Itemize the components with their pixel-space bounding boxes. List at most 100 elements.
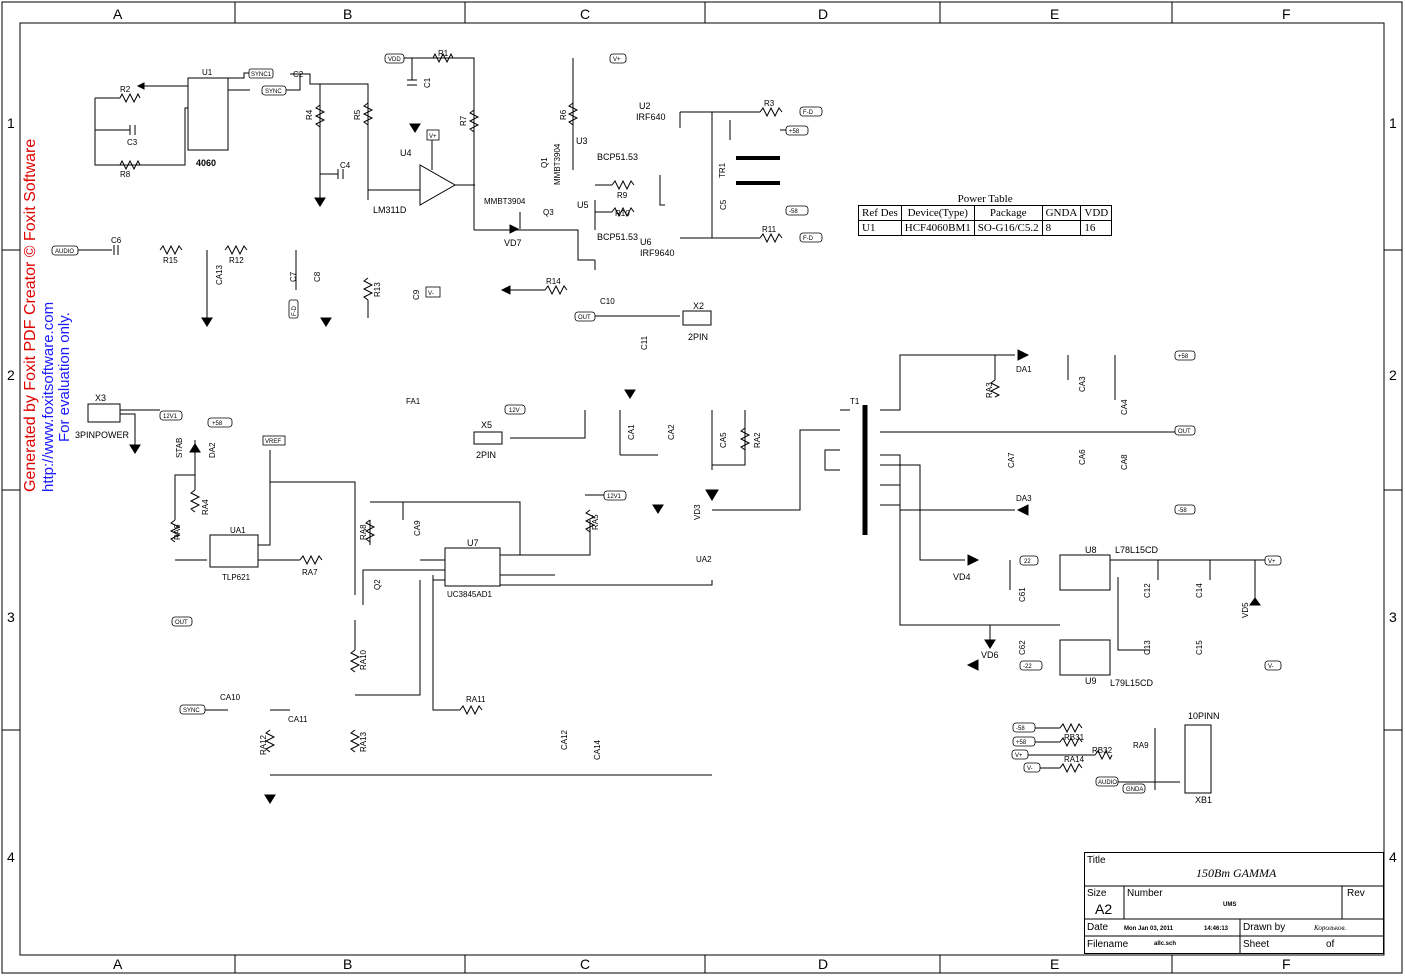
r14-label: R14 [546,277,561,286]
u7-label: U7 [467,538,479,548]
c1-label: C1 [423,77,432,88]
u5-label: U5 [577,200,589,210]
table-header-cell: Package [973,205,1043,221]
ca14-label: CA14 [593,739,602,760]
r7-label: R7 [459,115,468,126]
date-label: Date [1087,922,1109,933]
drawn-by-value: Корольков. [1314,924,1347,932]
r5-label: R5 [353,109,362,120]
table-header-cell: GNDA [1041,205,1082,221]
ca2-label: CA2 [667,424,676,440]
ra8-label: RA8 [359,524,368,540]
net-vref: VREF [265,439,281,445]
r3-label: R3 [764,99,775,108]
net-vminus-right: V- [1268,664,1274,670]
net-sync-bottom: SYNC [183,708,200,714]
net-vminus-u4: V- [428,291,434,297]
time-value: 14:46:13 [1204,926,1229,932]
q3-type-label: MMBT3904 [484,197,526,206]
c3-label: C3 [127,138,138,147]
ra2-label: RA2 [753,432,762,448]
ca7-label: CA7 [1007,452,1016,468]
table-row: U1 HCF4060BM1 SO-G16/C5.2 8 16 [858,220,1113,236]
c2-label: C2 [293,70,304,79]
xb1-label: XB1 [1195,795,1212,805]
net-p58-right: +58 [1178,354,1189,360]
drawn-by-label: Drawn by [1243,922,1286,933]
table-cell: 8 [1041,220,1082,236]
xb1-type-label: 10PINN [1188,711,1220,721]
x2-type-label: 2PIN [688,332,708,342]
ca9-label: CA9 [413,520,422,536]
u1-type-label: 4060 [196,158,216,168]
col-label-b: B [343,6,352,22]
net-sync1: SYNC1 [251,72,272,78]
c7-label: C7 [289,271,298,282]
col-label-c: C [580,6,590,22]
ca1-label: CA1 [627,424,636,440]
table-cell: SO-G16/C5.2 [973,220,1043,236]
r4-label: R4 [305,109,314,120]
ra14-label: RA14 [1064,755,1085,764]
ca4-label: CA4 [1120,399,1129,415]
net-fd-left: F-D [292,305,298,316]
net-p58-tr: +58 [789,129,800,135]
vd5-label: VD5 [1241,602,1250,618]
col-label-f-bottom: F [1282,956,1291,972]
r8-label: R8 [120,170,131,179]
col-label-d: D [818,6,828,22]
net-12v1-right: 12V1 [607,494,622,500]
row-label-1: 1 [7,115,15,131]
u4-type-label: LM311D [373,205,407,215]
net-m58-xb: -58 [1016,726,1025,732]
u6-type-label: BCP51.53 [597,232,638,242]
x5-label: X5 [481,420,492,430]
c12-label: C12 [1143,583,1152,598]
u8-label: U8 [1085,545,1097,555]
ra4-label: RA4 [201,499,210,515]
net-out-top: OUT [578,315,591,321]
u9-type-label: L79L15CD [1110,678,1154,688]
net-vplus-right: V+ [1268,559,1276,565]
size-label: Size [1087,888,1107,899]
ra12-label: RA12 [259,734,268,755]
u6-fet-label: IRF9640 [640,248,675,258]
ca11-label: CA11 [288,715,308,724]
c8-label: C8 [313,271,322,282]
net-fd-top: F-D [803,110,814,116]
date-value: Mon Jan 03, 2011 [1124,926,1174,932]
r1-label: R1 [438,49,449,58]
col-label-e-bottom: E [1050,956,1059,972]
title-label: Title [1087,855,1106,866]
x5-connector [473,431,503,445]
da2-label: DA2 [208,442,217,458]
col-label-d-bottom: D [818,956,828,972]
ra3-label: RA3 [985,382,994,398]
table-cell: U1 [858,220,902,236]
stab-label: STAB [175,438,184,458]
x3-type-label: 3PINPOWER [75,430,130,440]
filename-label: Filename [1087,939,1129,950]
net-m58-right: -58 [1178,508,1187,514]
c10-label: C10 [600,297,615,306]
u8-type-label: L78L15CD [1115,545,1159,555]
fa1-label: FA1 [406,397,421,406]
net-out-left: OUT [175,620,188,626]
col-label-c-bottom: C [580,956,590,972]
col-label-f: F [1282,6,1291,22]
u2-label: U2 [639,101,651,111]
ua1-type-label: TLP621 [222,573,251,582]
r12-label: R12 [229,256,244,265]
r13-label: R13 [373,282,382,297]
number-label: Number [1127,888,1163,899]
table-header-cell: VDD [1080,205,1113,221]
net-m22: -22 [1023,664,1032,670]
vd7-label: VD7 [504,238,522,248]
of-label: of [1326,939,1335,950]
u9-label: U9 [1085,676,1097,686]
ca12-label: CA12 [560,729,569,750]
inner-frame [19,22,1385,956]
net-gnda: GNDA [1126,787,1143,793]
